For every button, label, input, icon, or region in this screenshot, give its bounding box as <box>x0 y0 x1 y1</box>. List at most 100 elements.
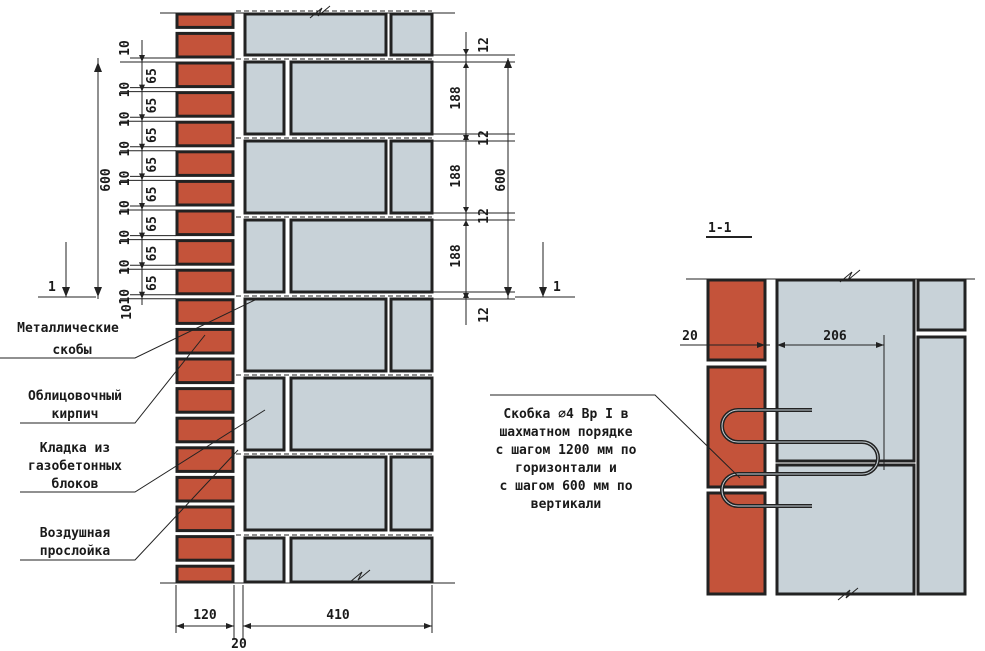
dim-block-joint: 12 <box>477 130 492 146</box>
section-marker-left: 1 <box>38 242 96 298</box>
facing-brick <box>175 298 235 325</box>
aerated-block <box>389 455 434 532</box>
dim-brick-height: 65 <box>145 246 160 262</box>
dim-joint: 10 <box>120 304 135 320</box>
label-brackets: Металлические скобы <box>0 299 256 359</box>
dim-joint: 10 <box>118 200 133 216</box>
dim-joint: 10 <box>118 259 133 275</box>
break-symbol-icon <box>309 5 331 19</box>
svg-text:с шагом 1200 мм по: с шагом 1200 мм по <box>496 443 637 458</box>
facing-brick <box>175 564 235 584</box>
svg-text:Металлические: Металлические <box>17 321 119 336</box>
facing-brick <box>175 31 235 59</box>
section-marker-right: 1 <box>515 242 575 298</box>
svg-text:прослойка: прослойка <box>40 544 111 559</box>
aerated-block <box>243 12 388 57</box>
facing-brick <box>175 416 235 444</box>
label-aerated-blocks: Кладка из газобетонных блоков <box>20 409 266 493</box>
dim-joint: 10 <box>118 230 133 246</box>
dim-block-joint: 12 <box>477 307 492 323</box>
dim-block-height: 188 <box>449 244 464 268</box>
svg-text:410: 410 <box>326 608 350 623</box>
dim-joint: 10 <box>118 111 133 127</box>
svg-text:120: 120 <box>193 608 217 623</box>
aerated-block <box>389 139 434 215</box>
label-air-gap: Воздушная прослойка <box>20 449 239 561</box>
brick-column <box>175 12 235 584</box>
aerated-block <box>389 297 434 373</box>
facing-brick <box>175 505 235 533</box>
break-symbol-icon <box>837 587 859 601</box>
dim-brick-height: 65 <box>145 127 160 143</box>
svg-text:блоков: блоков <box>52 477 99 492</box>
facing-brick <box>175 12 235 29</box>
facing-brick <box>175 239 235 266</box>
facing-brick <box>175 535 235 562</box>
block-column <box>236 10 434 584</box>
svg-text:Воздушная: Воздушная <box>40 526 111 541</box>
svg-text:с шагом 600 мм по: с шагом 600 мм по <box>499 479 632 494</box>
dim-block-height: 188 <box>449 164 464 188</box>
facing-brick <box>175 387 235 414</box>
facing-brick <box>175 150 235 177</box>
section-1-1: 1-1 20 206 <box>680 221 975 601</box>
dim-brick-height: 65 <box>145 275 160 291</box>
dim-joint: 10 <box>118 141 133 157</box>
facing-brick <box>175 475 235 503</box>
dim-total-left: 600 <box>99 168 114 192</box>
dim-brick-height: 65 <box>145 187 160 203</box>
dim-brick-height: 65 <box>145 98 160 114</box>
aerated-block <box>289 536 434 584</box>
facing-brick <box>175 357 235 385</box>
aerated-block <box>243 536 286 584</box>
facing-brick <box>175 120 235 148</box>
aerated-block <box>243 376 286 452</box>
facing-brick <box>175 61 235 89</box>
aerated-block <box>243 218 286 294</box>
svg-text:газобетонных: газобетонных <box>28 459 122 474</box>
facing-brick <box>175 268 235 296</box>
dim-joint: 10 <box>118 82 133 98</box>
dim-block-height: 188 <box>449 86 464 110</box>
svg-text:Кладка из: Кладка из <box>40 441 110 456</box>
dim-block-joint: 12 <box>477 37 492 53</box>
svg-text:шахматном порядке: шахматном порядке <box>499 425 632 440</box>
aerated-block <box>243 139 388 215</box>
facing-brick <box>175 446 235 473</box>
facing-brick <box>175 179 235 207</box>
section-marker-label: 1 <box>553 280 561 295</box>
svg-text:горизонтали и: горизонтали и <box>515 461 617 476</box>
break-symbol-icon <box>839 269 861 283</box>
svg-text:Облицовочный: Облицовочный <box>28 389 122 404</box>
svg-text:вертикали: вертикали <box>531 497 601 512</box>
facing-brick <box>175 209 235 237</box>
svg-text:Скобка ∅4 Вр I в: Скобка ∅4 Вр I в <box>503 407 628 422</box>
facing-brick <box>175 327 235 355</box>
facing-brick <box>175 91 235 118</box>
break-symbol-icon <box>349 569 371 583</box>
staple-note: Скобка ∅4 Вр I в шахматном порядке с шаг… <box>490 394 741 512</box>
dim-total-right: 600 <box>494 168 509 192</box>
dim-brick-height: 65 <box>145 68 160 84</box>
dim-block-joint: 12 <box>477 208 492 224</box>
aerated-block <box>289 376 434 452</box>
aerated-block <box>243 455 388 532</box>
dim-joint: 10 <box>118 40 133 56</box>
aerated-block <box>389 12 434 57</box>
aerated-block <box>243 60 286 136</box>
aerated-block <box>289 60 434 136</box>
dim-brick-height: 65 <box>145 157 160 173</box>
dim-joint: 10 <box>118 289 133 305</box>
label-facing-brick: Облицовочный кирпич <box>20 334 206 424</box>
svg-text:206: 206 <box>823 329 847 344</box>
svg-text:скобы: скобы <box>52 343 91 358</box>
svg-text:кирпич: кирпич <box>52 407 99 422</box>
dim-brick-height: 65 <box>145 216 160 232</box>
svg-text:20: 20 <box>231 637 247 651</box>
section-title: 1-1 <box>708 221 732 236</box>
aerated-block <box>289 218 434 294</box>
dimension-lines: 6510651065106510651065106510651010106001… <box>94 32 515 325</box>
svg-text:20: 20 <box>682 329 698 344</box>
section-marker-label: 1 <box>48 280 56 295</box>
